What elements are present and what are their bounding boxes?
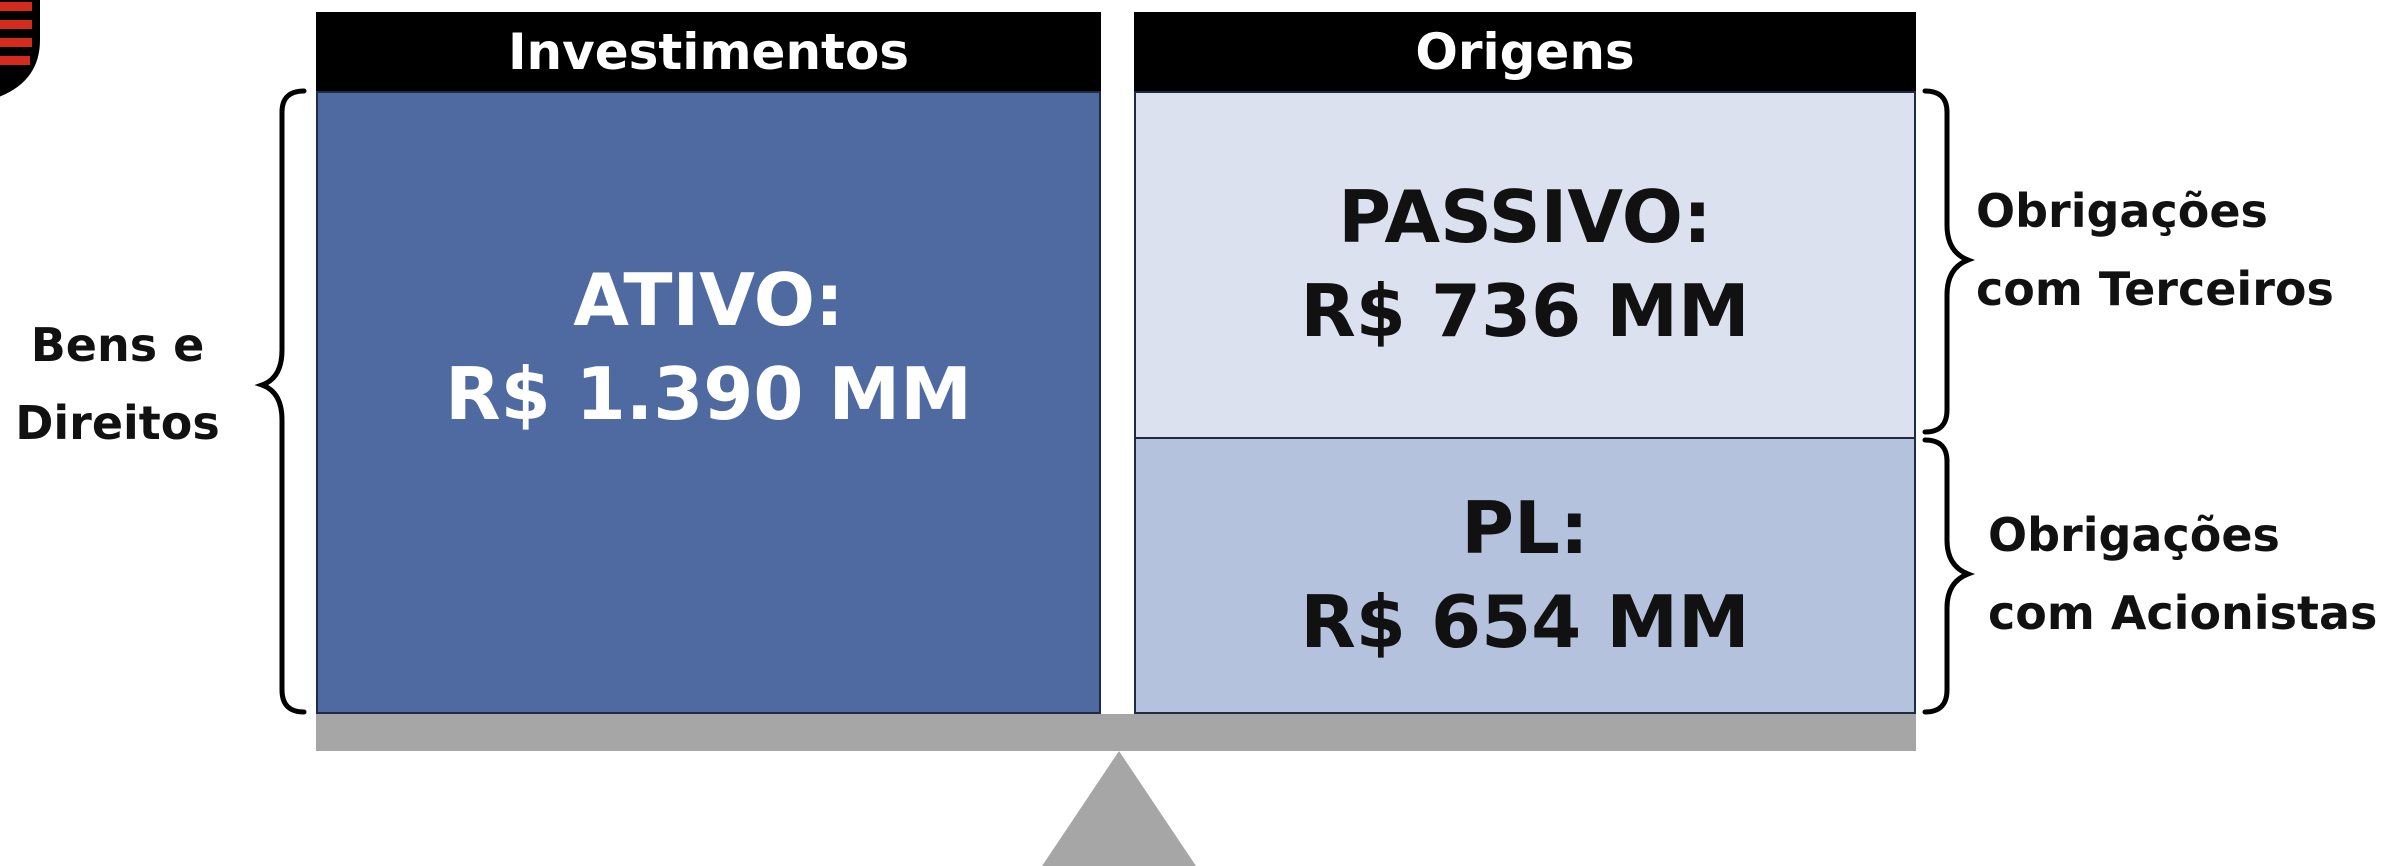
passivo-title: PASSIVO: (1338, 175, 1712, 260)
passivo-box: PASSIVO: R$ 736 MM (1134, 91, 1916, 439)
header-investimentos: Investimentos (316, 12, 1101, 91)
ativo-box: ATIVO: R$ 1.390 MM (316, 91, 1101, 714)
fulcrum-triangle-icon (1042, 751, 1196, 866)
scale-beam (316, 714, 1916, 751)
left-brace-icon (254, 88, 307, 715)
label-terceiros-line2: com Terceiros (1976, 262, 2334, 317)
label-terceiros-line1: Obrigações (1976, 184, 2268, 238)
label-obrigacoes-terceiros: Obrigações com Terceiros (1976, 172, 2334, 328)
label-acionistas-line1: Obrigações (1988, 508, 2280, 562)
label-bens-line2: Direitos (15, 396, 220, 451)
header-origens: Origens (1134, 12, 1916, 91)
header-origens-label: Origens (1415, 22, 1635, 81)
pl-value: R$ 654 MM (1300, 579, 1750, 664)
right-brace-acionistas-icon (1922, 437, 1976, 715)
label-obrigacoes-acionistas: Obrigações com Acionistas (1988, 496, 2377, 652)
right-brace-terceiros-icon (1922, 88, 1976, 435)
header-investimentos-label: Investimentos (507, 22, 910, 81)
label-bens-line1: Bens e (30, 318, 205, 372)
club-crest-icon (0, 0, 40, 97)
pl-box: PL: R$ 654 MM (1134, 437, 1916, 714)
label-bens-e-direitos: Bens e Direitos (0, 306, 235, 462)
ativo-title: ATIVO: (573, 257, 844, 342)
label-acionistas-line2: com Acionistas (1988, 586, 2378, 641)
passivo-value: R$ 736 MM (1300, 269, 1750, 353)
ativo-value: R$ 1.390 MM (445, 351, 972, 436)
pl-title: PL: (1461, 485, 1589, 570)
